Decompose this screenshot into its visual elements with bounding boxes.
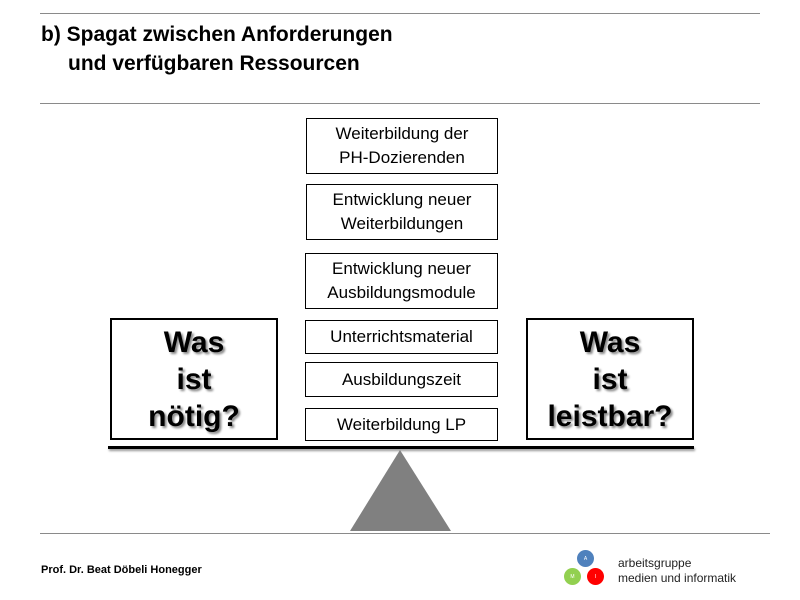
top-divider — [40, 13, 760, 14]
left-box-line-2: ist — [176, 362, 212, 396]
logo-text: arbeitsgruppe medien und informatik — [618, 556, 736, 586]
slide-title: b) Spagat zwischen Anforderungen und ver… — [41, 20, 393, 78]
left-box-line-1: Was — [163, 325, 225, 359]
left-scale-box: Was ist nötig? — [110, 318, 278, 440]
right-scale-box: Was ist leistbar? — [526, 318, 694, 440]
stack-box-unterrichtsmaterial: Unterrichtsmaterial — [305, 320, 498, 354]
logo-line-2: medien und informatik — [618, 571, 737, 585]
stack-box-ph-dozierende: Weiterbildung der PH-Dozierenden — [306, 118, 498, 174]
stack-box-ausbildungszeit: Ausbildungszeit — [305, 362, 498, 397]
stack-box-neue-weiterbildungen: Entwicklung neuer Weiterbildungen — [306, 184, 498, 240]
logo-circle-m: M — [564, 568, 581, 585]
right-box-line-3: leistbar? — [547, 399, 673, 433]
bottom-divider — [40, 533, 770, 534]
footer-author: Prof. Dr. Beat Döbeli Honegger — [41, 564, 202, 576]
stack-box-ausbildungsmodule: Entwicklung neuer Ausbildungsmodule — [305, 253, 498, 309]
fulcrum-shape — [350, 450, 451, 531]
stack-box-weiterbildung-lp: Weiterbildung LP — [305, 408, 498, 441]
logo-line-1: arbeitsgruppe — [618, 556, 692, 570]
logo-circle-a: A — [577, 550, 594, 567]
logo-circle-i: I — [587, 568, 604, 585]
title-line-1: b) Spagat zwischen Anforderungen — [41, 23, 393, 46]
right-box-line-2: ist — [592, 362, 628, 396]
scale-beam — [108, 446, 694, 449]
title-line-2: und verfügbaren Ressourcen — [68, 52, 360, 75]
title-divider — [40, 103, 760, 104]
left-box-line-3: nötig? — [148, 399, 240, 433]
right-box-line-1: Was — [579, 325, 641, 359]
